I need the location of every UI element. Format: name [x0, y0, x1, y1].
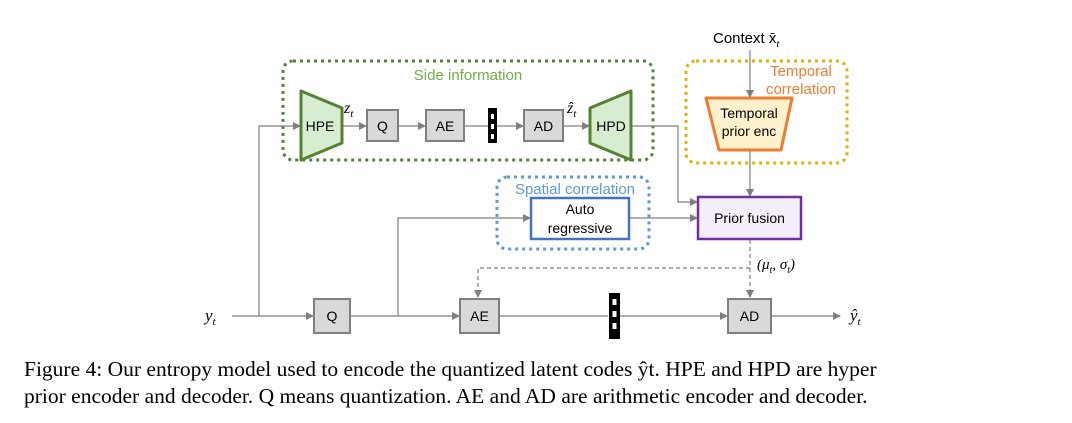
hpe-block	[299, 89, 344, 162]
temporal-correlation-label-1: Temporal	[770, 63, 832, 80]
auto-regressive-label-1: Auto	[566, 201, 595, 217]
temporal-prior-label-1: Temporal	[720, 105, 778, 121]
hpd-block	[588, 89, 633, 162]
hpe-label: HPE	[306, 118, 335, 134]
q-side-label: Q	[377, 118, 388, 134]
params-to-ae-dashed-line	[474, 267, 750, 298]
ad-main-block	[727, 298, 772, 334]
temporal-prior-enc-block	[704, 96, 794, 152]
side-information-label: Side information	[414, 67, 522, 84]
input-to-hpe-line	[258, 122, 301, 316]
y-t-label: yt	[203, 306, 217, 328]
ad-main-label: AD	[740, 308, 759, 324]
q-side-block	[366, 109, 399, 142]
main-bitstream-icon	[609, 293, 620, 339]
q-main-block	[313, 298, 351, 334]
temporal-correlation-label-2: correlation	[766, 81, 836, 98]
q-to-auto-regressive-line	[397, 214, 531, 316]
figure-caption: Figure 4: Our entropy model used to enco…	[24, 356, 1054, 410]
auto-regressive-label-2: regressive	[548, 220, 613, 236]
ae-main-block	[459, 298, 500, 334]
ae-side-block	[425, 109, 465, 142]
z-hat-label: ẑt	[566, 100, 577, 120]
ad-side-label: AD	[534, 118, 553, 134]
entropy-model-diagram: Side information Temporal correlation Sp…	[203, 30, 862, 339]
side-bitstream-icon	[488, 108, 497, 143]
caption-line-1: Figure 4: Our entropy model used to enco…	[24, 357, 877, 381]
caption-line-2: prior encoder and decoder. Q means quant…	[24, 384, 868, 408]
hpd-to-fusion-line	[631, 125, 698, 206]
z-t-label: zt	[343, 100, 354, 120]
auto-regressive-block	[529, 196, 631, 241]
ae-side-label: AE	[436, 118, 455, 134]
spatial-correlation-label: Spatial correlation	[515, 181, 635, 198]
prior-fusion-label: Prior fusion	[714, 210, 785, 226]
prior-fusion-block	[696, 195, 803, 241]
hpd-label: HPD	[596, 118, 626, 134]
temporal-correlation-group	[684, 59, 849, 165]
ae-main-label: AE	[470, 308, 489, 324]
context-label: Context x̄t	[713, 30, 780, 50]
q-main-label: Q	[327, 308, 338, 324]
y-hat-label: ŷt	[848, 306, 862, 328]
side-information-group	[281, 59, 655, 162]
temporal-prior-label-2: prior enc	[722, 123, 776, 139]
mu-sigma-label: (μt, σt)	[757, 257, 795, 276]
ad-side-block	[523, 109, 564, 142]
spatial-correlation-group	[495, 175, 651, 251]
